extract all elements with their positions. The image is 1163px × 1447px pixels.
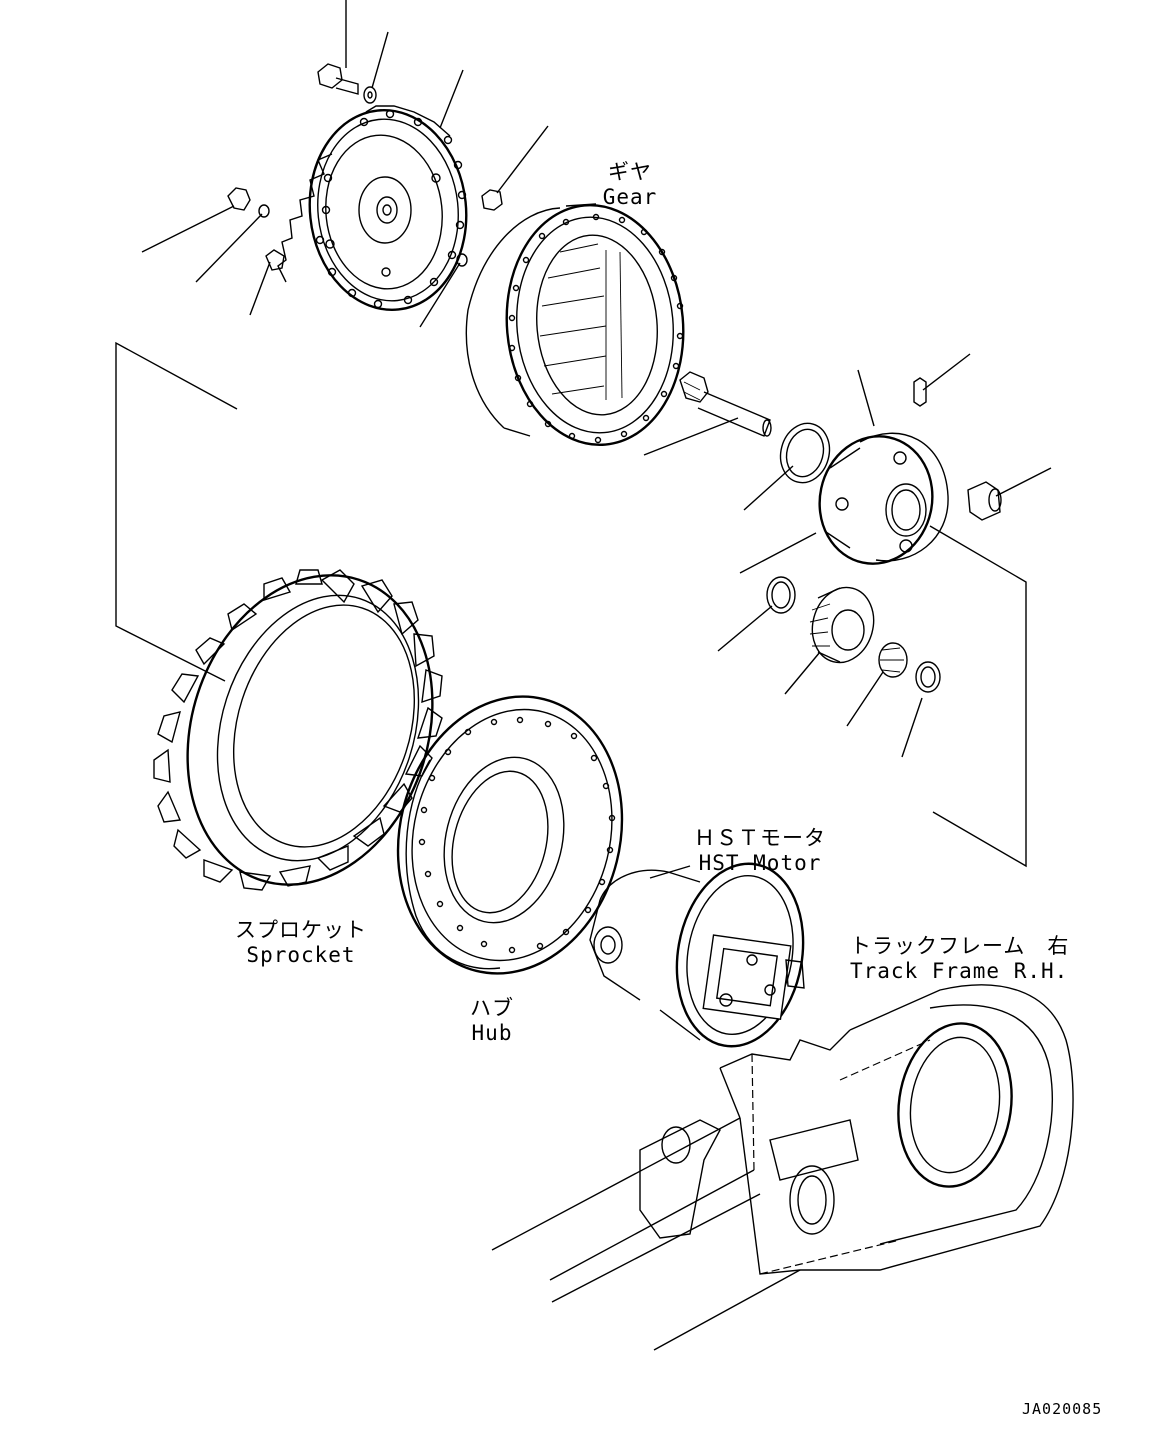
cover-plate [277,105,468,311]
track-frame-label-ja: トラックフレーム 右 [850,934,1070,958]
gear-label: ギヤ Gear [590,160,670,210]
track-frame [491,984,1074,1351]
sprocket-label: スプロケット Sprocket [226,918,376,968]
sprocket-label-ja: スプロケット [235,918,367,942]
fasteners-top [227,63,503,271]
gear-label-en: Gear [602,185,658,209]
drawing-reference: JA020085 [1022,1400,1103,1418]
hst-motor [589,862,805,1048]
hub [396,695,624,975]
bearing-set [766,576,941,693]
planet-carrier [818,377,1002,565]
thrust-washer [779,422,831,484]
gear-label-ja: ギヤ [608,160,652,184]
ring-gear [465,203,685,446]
hst-motor-label-ja: ＨＳＴモータ [694,826,826,850]
hub-label-en: Hub [471,1021,513,1045]
hst-motor-label-en: HST Motor [698,851,822,875]
hub-label-ja: ハブ [470,996,514,1020]
track-frame-label: トラックフレーム 右 Track Frame R.H. [850,934,1070,984]
hst-motor-label: ＨＳＴモータ HST Motor [690,826,830,876]
shaft [679,371,772,437]
sprocket-label-en: Sprocket [246,943,356,967]
leader-lines [115,0,1052,868]
hub-label: ハブ Hub [452,996,532,1046]
track-frame-label-en: Track Frame R.H. [850,959,1069,983]
sprocket [153,569,443,891]
